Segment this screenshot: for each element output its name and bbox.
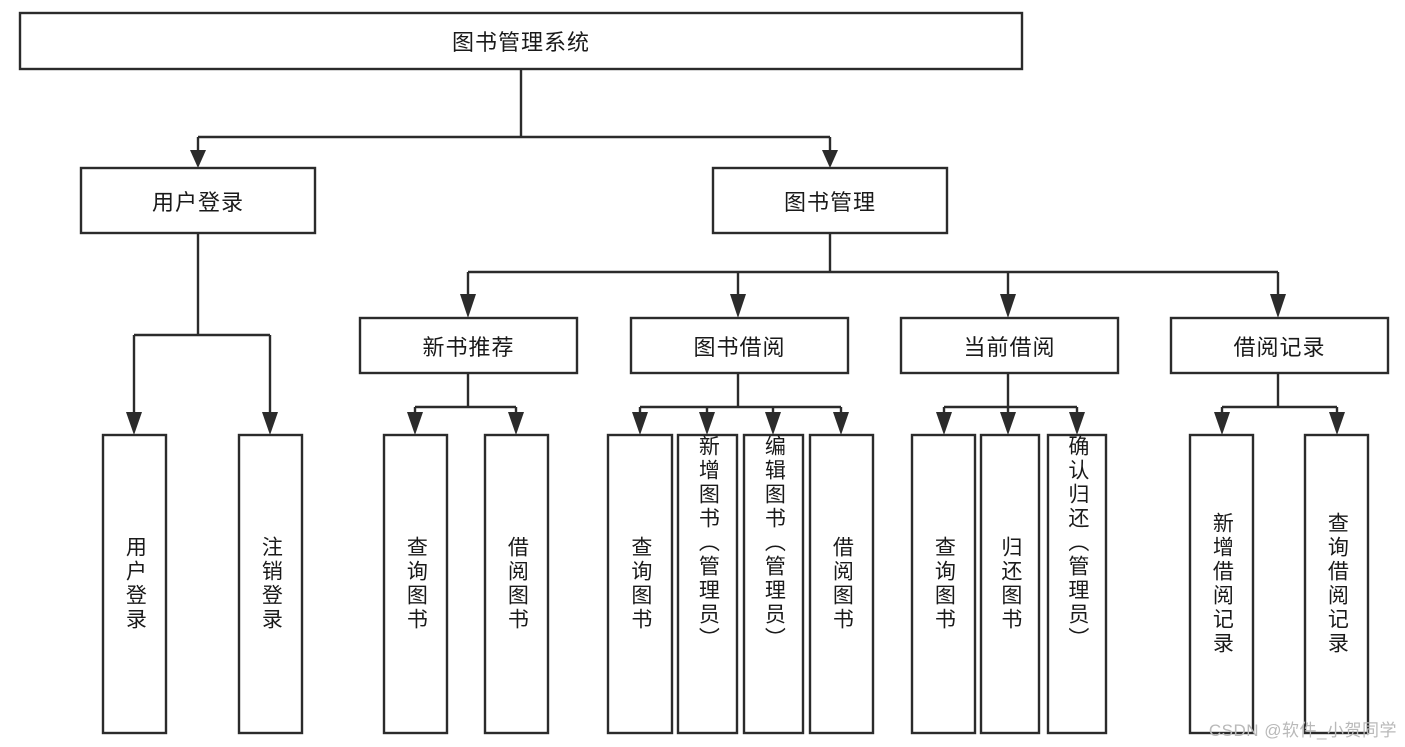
node-box-root[interactable] — [18, 11, 1024, 71]
arrow-head-leaf-user-logout — [262, 412, 278, 435]
node-box-leaf-query-record[interactable] — [1303, 433, 1370, 735]
arrow-head-leaf-user-login — [126, 412, 142, 435]
node-box-leaf-user-login[interactable] — [101, 433, 168, 735]
arrow-head-leaf-confirm-return — [1069, 412, 1085, 435]
arrow-head-user-login — [190, 150, 206, 168]
node-box-group — [18, 11, 1390, 735]
node-box-leaf-query-book-2[interactable] — [606, 433, 674, 735]
node-box-book-borrow[interactable] — [629, 316, 850, 375]
node-box-leaf-add-record[interactable] — [1188, 433, 1255, 735]
arrow-head-leaf-query-record — [1329, 412, 1345, 435]
arrow-head-leaf-borrow-book-1 — [508, 412, 524, 435]
node-box-leaf-borrow-book-2[interactable] — [808, 433, 875, 735]
node-box-leaf-edit-book[interactable] — [742, 433, 805, 735]
node-box-leaf-return-book[interactable] — [979, 433, 1041, 735]
connector-group — [126, 69, 1345, 435]
arrow-head-leaf-query-book-2 — [632, 412, 648, 435]
node-box-leaf-confirm-return[interactable] — [1046, 433, 1108, 735]
watermark-text: CSDN @软件_小贺同学 — [1208, 721, 1397, 740]
arrow-head-leaf-edit-book — [765, 412, 781, 435]
node-box-new-book-recommend[interactable] — [358, 316, 579, 375]
node-box-leaf-user-logout[interactable] — [237, 433, 304, 735]
node-box-current-borrow[interactable] — [899, 316, 1120, 375]
node-box-user-login[interactable] — [79, 166, 317, 235]
arrow-head-book-manage — [822, 150, 838, 168]
arrow-head-leaf-add-book — [699, 412, 715, 435]
arrow-head-book-borrow — [730, 294, 746, 318]
arrow-head-leaf-return-book — [1000, 412, 1016, 435]
node-box-book-manage[interactable] — [711, 166, 949, 235]
arrow-head-leaf-add-record — [1214, 412, 1230, 435]
node-box-borrow-record[interactable] — [1169, 316, 1390, 375]
node-box-leaf-query-book-1[interactable] — [382, 433, 449, 735]
arrow-head-new-book — [460, 294, 476, 318]
arrow-head-leaf-borrow-book-2 — [833, 412, 849, 435]
arrow-head-current-borrow — [1000, 294, 1016, 318]
node-box-leaf-borrow-book-1[interactable] — [483, 433, 550, 735]
node-box-leaf-add-book[interactable] — [676, 433, 739, 735]
node-box-leaf-query-book-3[interactable] — [910, 433, 977, 735]
arrow-head-leaf-query-book-1 — [407, 412, 423, 435]
arrow-head-borrow-record — [1270, 294, 1286, 318]
arrow-head-leaf-query-book-3 — [936, 412, 952, 435]
